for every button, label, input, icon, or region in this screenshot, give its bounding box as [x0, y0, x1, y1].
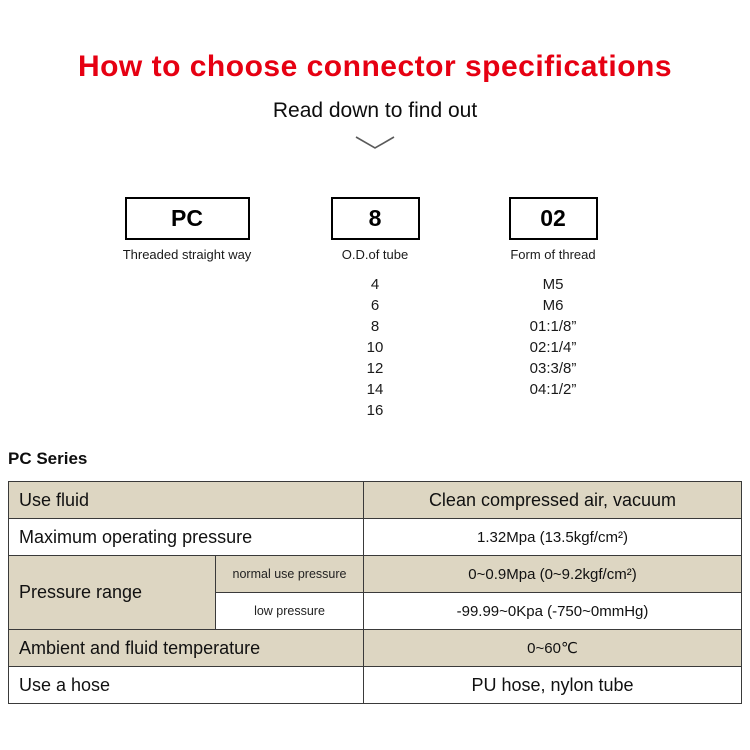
option-item: 12 — [366, 360, 384, 377]
option-item: 03:3/8” — [529, 360, 577, 377]
row-label: Pressure range — [8, 555, 216, 630]
tube-options-list: 4 6 8 10 12 14 16 — [250, 274, 500, 421]
model-code-box: PC — [124, 197, 250, 240]
table-row-max-pressure: Maximum operating pressure 1.32Mpa (13.5… — [8, 518, 742, 556]
tube-code-label: O.D.of tube — [341, 247, 409, 262]
option-item: 14 — [366, 381, 384, 398]
page-title: How to choose connector specifications — [77, 50, 673, 83]
thread-code-box: 02 — [508, 197, 598, 240]
option-item: 02:1/4” — [529, 339, 577, 356]
row-value: 0~60℃ — [363, 629, 742, 667]
selector-column-tube: 8 O.D.of tube 4 6 8 10 12 14 16 — [250, 197, 500, 421]
option-item: 16 — [366, 402, 384, 419]
option-item: M5 — [542, 276, 564, 293]
selector-column-model: PC Threaded straight way — [62, 197, 312, 262]
spec-table: Use fluid Clean compressed air, vacuum M… — [8, 481, 742, 704]
chevron-down-icon — [0, 135, 750, 153]
option-item: 01:1/8” — [529, 318, 577, 335]
sub-row-label: low pressure — [215, 592, 364, 630]
sub-row-label: normal use pressure — [215, 555, 364, 593]
option-item: 04:1/2” — [529, 381, 577, 398]
option-item: M6 — [542, 297, 564, 314]
row-label: Ambient and fluid temperature — [8, 629, 364, 667]
option-item: 6 — [370, 297, 380, 314]
thread-options-list: M5 M6 01:1/8” 02:1/4” 03:3/8” 04:1/2” — [428, 274, 678, 400]
model-code-label: Threaded straight way — [122, 247, 252, 262]
series-heading: PC Series — [8, 449, 88, 468]
tube-code-box: 8 — [330, 197, 420, 240]
option-item: 8 — [370, 318, 380, 335]
thread-code-label: Form of thread — [510, 247, 596, 262]
row-label: Use a hose — [8, 666, 364, 704]
row-label: Use fluid — [8, 481, 364, 519]
option-item: 4 — [370, 276, 380, 293]
row-value: -99.99~0Kpa (-750~0mmHg) — [363, 592, 742, 630]
page-subtitle: Read down to find out — [272, 99, 478, 122]
row-value: 1.32Mpa (13.5kgf/cm²) — [363, 518, 742, 556]
selector-column-thread: 02 Form of thread M5 M6 01:1/8” 02:1/4” … — [428, 197, 678, 400]
page: How to choose connector specifications R… — [0, 50, 750, 704]
row-value: PU hose, nylon tube — [363, 666, 742, 704]
table-row-temperature: Ambient and fluid temperature 0~60℃ — [8, 629, 742, 667]
table-row-pressure-range-normal: Pressure range normal use pressure 0~0.9… — [8, 555, 742, 630]
table-row-hose: Use a hose PU hose, nylon tube — [8, 666, 742, 704]
spec-selector: PC Threaded straight way 8 O.D.of tube 4… — [0, 197, 750, 443]
row-value: 0~0.9Mpa (0~9.2kgf/cm²) — [363, 555, 742, 593]
option-item: 10 — [366, 339, 384, 356]
row-label: Maximum operating pressure — [8, 518, 364, 556]
table-row-use-fluid: Use fluid Clean compressed air, vacuum — [8, 481, 742, 519]
row-value: Clean compressed air, vacuum — [363, 481, 742, 519]
